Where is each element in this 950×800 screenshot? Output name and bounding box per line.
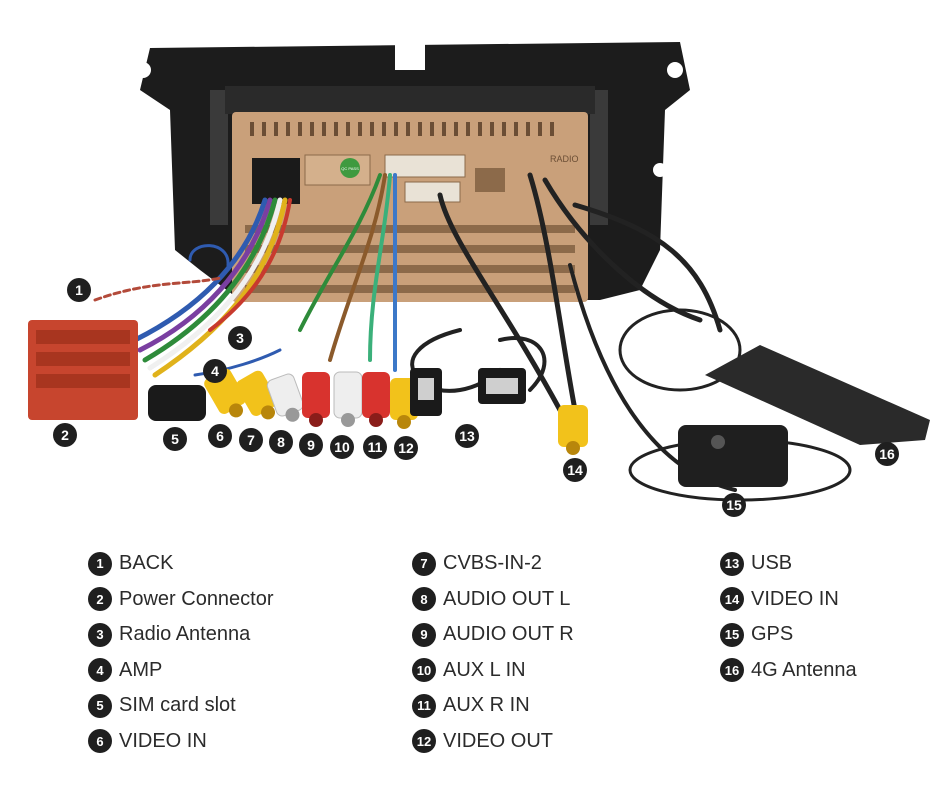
callout-6: 6 <box>208 424 232 448</box>
legend-label: AUDIO OUT L <box>443 587 571 610</box>
legend-number: 16 <box>720 658 744 683</box>
legend-item: 13 USB <box>720 546 857 582</box>
legend-label: VIDEO IN <box>119 729 207 752</box>
legend-number: 1 <box>88 551 112 576</box>
legend-number: 6 <box>88 729 112 754</box>
legend-number: 8 <box>412 587 436 612</box>
power-connector-block <box>28 320 138 420</box>
legend-label: SIM card slot <box>119 694 236 717</box>
callout-11: 11 <box>363 435 387 459</box>
legend-label: CVBS-IN-2 <box>443 552 542 575</box>
legend-item: 14 VIDEO IN <box>720 582 857 618</box>
legend-item: 7 CVBS-IN-2 <box>412 546 574 582</box>
callout-10: 10 <box>330 435 354 459</box>
gps-module <box>678 425 788 487</box>
callout-1: 1 <box>67 278 91 302</box>
legend-number: 15 <box>720 622 744 647</box>
legend-label: AUX L IN <box>443 658 526 681</box>
callout-7: 7 <box>239 428 263 452</box>
legend-number: 5 <box>88 693 112 718</box>
legend-number: 9 <box>412 622 436 647</box>
legend-column-3: 13 USB 14 VIDEO IN 15 GPS 16 4G Antenna <box>720 546 857 688</box>
callout-5: 5 <box>163 427 187 451</box>
legend-item: 11 AUX R IN <box>412 688 574 724</box>
callout-9: 9 <box>299 433 323 457</box>
legend-item: 4 AMP <box>88 653 274 689</box>
qc-sticker <box>340 158 360 178</box>
callout-12: 12 <box>394 436 418 460</box>
radio-port-label: RADIO <box>550 154 579 164</box>
legend-item: 5 SIM card slot <box>88 688 274 724</box>
callout-4: 4 <box>203 359 227 383</box>
legend-label: AMP <box>119 658 163 681</box>
legend-number: 7 <box>412 551 436 576</box>
legend-label: Power Connector <box>119 587 274 610</box>
callout-16: 16 <box>875 442 899 466</box>
legend-item: 1 BACK <box>88 546 274 582</box>
legend-label: VIDEO IN <box>751 587 839 610</box>
legend-item: 15 GPS <box>720 617 857 653</box>
legend-item: 9 AUDIO OUT R <box>412 617 574 653</box>
legend-label: BACK <box>119 552 174 575</box>
qc-sticker-text: QC PASS <box>341 166 359 171</box>
back-panel: QC PASS RADIO <box>232 112 588 302</box>
legend-item: 10 AUX L IN <box>412 653 574 689</box>
callout-3: 3 <box>228 326 252 350</box>
callout-13: 13 <box>455 424 479 448</box>
legend-item: 16 4G Antenna <box>720 653 857 689</box>
callout-14: 14 <box>563 458 587 482</box>
sim-card-module <box>148 385 206 421</box>
head-unit-illustration: QC PASS RADIO <box>28 42 930 502</box>
legend-label: 4G Antenna <box>751 658 857 681</box>
top-strip <box>225 86 595 114</box>
4g-antenna-body <box>705 345 930 445</box>
legend-item: 2 Power Connector <box>88 582 274 618</box>
legend-label: GPS <box>751 623 794 646</box>
callout-8: 8 <box>269 430 293 454</box>
legend-number: 2 <box>88 587 112 612</box>
legend-item: 3 Radio Antenna <box>88 617 274 653</box>
legend-label: VIDEO OUT <box>443 729 554 752</box>
callout-15: 15 <box>722 493 746 517</box>
legend-label: Radio Antenna <box>119 623 251 646</box>
legend-number: 10 <box>412 658 436 683</box>
legend-number: 4 <box>88 658 112 683</box>
legend-item: 6 VIDEO IN <box>88 724 274 760</box>
legend-label: AUDIO OUT R <box>443 623 574 646</box>
legend-number: 11 <box>412 693 436 718</box>
legend-number: 3 <box>88 622 112 647</box>
usb-plugs <box>410 368 526 416</box>
legend-number: 12 <box>412 729 436 754</box>
legend-label: USB <box>751 552 793 575</box>
legend-item: 8 AUDIO OUT L <box>412 582 574 618</box>
legend-number: 13 <box>720 551 744 576</box>
legend-label: AUX R IN <box>443 694 530 717</box>
callout-2: 2 <box>53 423 77 447</box>
legend-item: 12 VIDEO OUT <box>412 724 574 760</box>
legend-number: 14 <box>720 587 744 612</box>
